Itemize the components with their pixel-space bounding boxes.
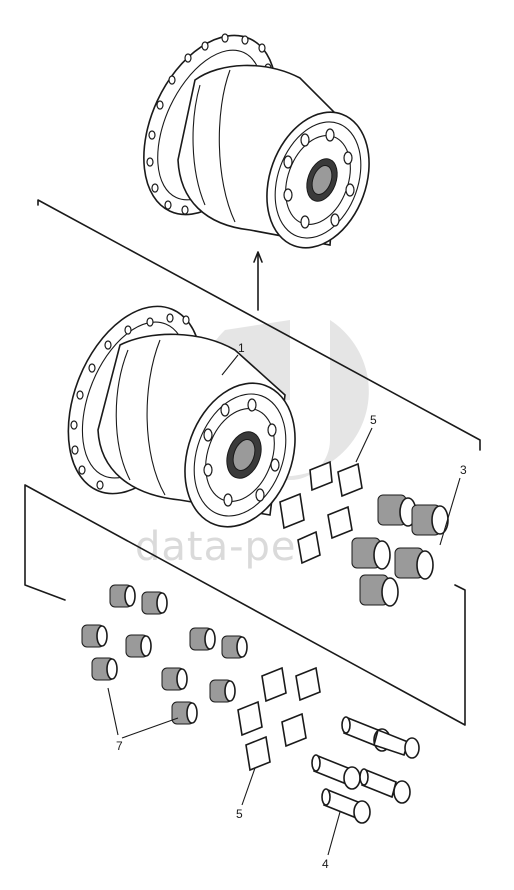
leader-5b (241, 767, 256, 806)
callout-5a: 5 (370, 413, 377, 427)
leader-frame-top (37, 199, 481, 451)
leader-3 (439, 477, 461, 546)
leader-4 (327, 811, 341, 856)
planet-pins (311, 716, 420, 824)
callout-5b: 5 (236, 807, 243, 821)
leader-1 (221, 354, 239, 376)
thrust-washers-bottom (237, 666, 321, 772)
callout-1: 1 (238, 341, 245, 355)
callout-4: 4 (322, 857, 329, 871)
thrust-washers-top (279, 460, 363, 565)
planet-gears (351, 494, 449, 607)
callout-7: 7 (116, 739, 123, 753)
callout-3: 3 (460, 463, 467, 477)
arrow-head (253, 251, 263, 263)
leader-7 (107, 687, 179, 739)
watermark-text: data-pe (135, 524, 297, 570)
leader-5a (355, 427, 373, 463)
hub-assembly-top (143, 33, 370, 249)
leader-frame-middle (24, 484, 466, 726)
hub-item-1 (67, 305, 296, 528)
needle-bearings (81, 584, 248, 725)
